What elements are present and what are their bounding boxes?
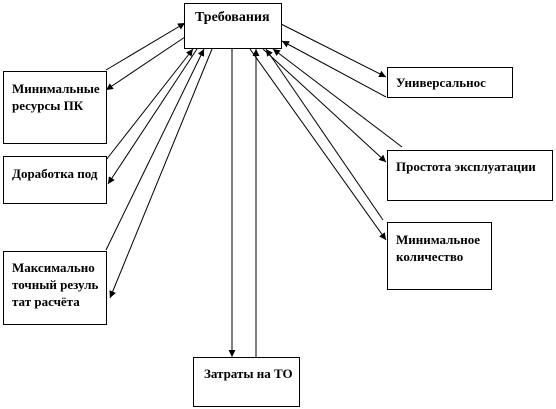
- arrow-to-max-result: [109, 48, 213, 299]
- arrow-to-center-from-min-resources: [105, 22, 186, 71]
- node-dorabotka: Доработка под: [3, 156, 107, 204]
- node-min-resources-label: Минимальные ресурсы ПК: [12, 81, 100, 113]
- node-universal: Универсальнос: [387, 67, 513, 98]
- node-simplicity-label: Простота эксплуатации: [396, 159, 536, 174]
- node-min-count-label: Минимальное количество: [396, 232, 481, 264]
- node-max-result: Максимально точный результат расчёта: [3, 251, 107, 325]
- node-costs: Затраты на ТО: [193, 357, 300, 407]
- node-max-result-label: Максимально точный результат расчёта: [12, 260, 99, 309]
- node-requirements-label: Требования: [195, 10, 270, 25]
- arrow-to-min-resources: [105, 36, 186, 91]
- node-min-count: Минимальное количество: [387, 222, 492, 290]
- arrow-to-center-from-min-count: [265, 48, 384, 221]
- node-universal-label: Универсальнос: [396, 75, 486, 90]
- arrow-to-universal: [280, 23, 387, 78]
- arrow-to-center-from-max-result: [105, 48, 205, 251]
- node-simplicity: Простота эксплуатации: [387, 150, 553, 201]
- node-min-resources: Минимальные ресурсы ПК: [3, 71, 107, 144]
- arrow-to-center-from-dorabotka: [105, 48, 194, 161]
- node-requirements: Требования: [184, 3, 282, 49]
- arrow-to-center-from-universal: [281, 40, 387, 98]
- node-costs-label: Затраты на ТО: [204, 366, 293, 381]
- arrow-to-simplicity: [262, 48, 387, 163]
- arrow-to-min-count: [249, 48, 387, 241]
- arrow-to-dorabotka: [107, 48, 198, 185]
- node-dorabotka-label: Доработка под: [12, 166, 98, 181]
- arrow-to-center-from-simplicity: [272, 48, 403, 148]
